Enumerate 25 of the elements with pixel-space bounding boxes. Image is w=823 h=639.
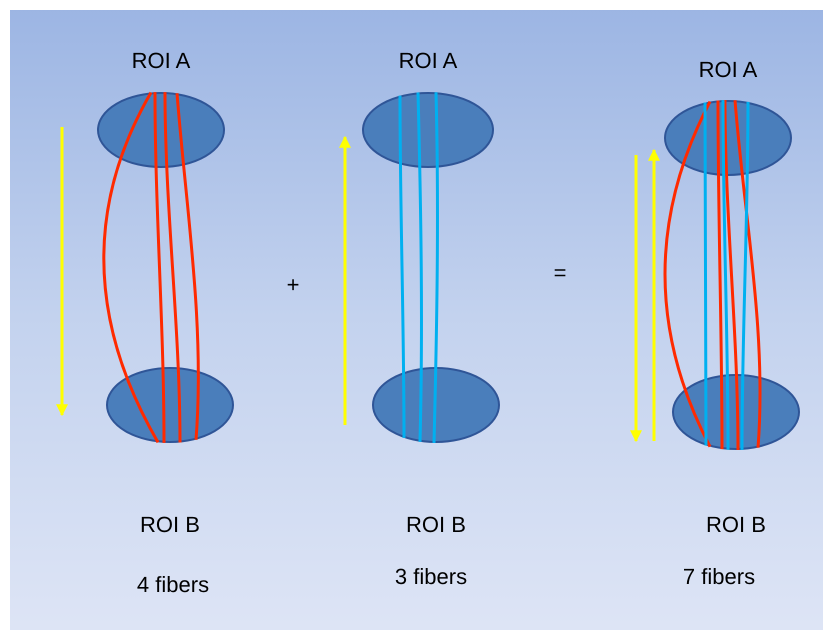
roi-label: ROI B xyxy=(406,513,466,537)
fiber-count-label: 4 fibers xyxy=(136,573,210,597)
fiber-line xyxy=(176,93,200,440)
fiber-line xyxy=(664,100,712,448)
fiber-count-label: 3 fibers xyxy=(394,565,468,589)
fiber-count-label: 7 fibers xyxy=(682,565,756,589)
fiber-line xyxy=(398,96,406,438)
roi-label: ROI B xyxy=(706,513,766,537)
roi-label: ROI A xyxy=(398,49,458,73)
fiber-line xyxy=(154,92,166,443)
fiber-line xyxy=(704,102,708,446)
operator-sign: = xyxy=(554,261,566,285)
fiber-line xyxy=(416,92,423,442)
fiber-line xyxy=(724,100,740,450)
fiber-line xyxy=(432,92,439,444)
roi-label: ROI B xyxy=(140,513,200,537)
roi-label: ROI A xyxy=(698,58,758,82)
fiber-line xyxy=(734,100,762,448)
fiber-line xyxy=(716,100,724,450)
fiber-line xyxy=(164,92,182,443)
fiber-line xyxy=(102,92,160,444)
fiber-line xyxy=(740,102,750,450)
operator-sign: + xyxy=(286,273,300,297)
fiber-line xyxy=(722,100,730,450)
roi-label: ROI A xyxy=(132,49,190,73)
